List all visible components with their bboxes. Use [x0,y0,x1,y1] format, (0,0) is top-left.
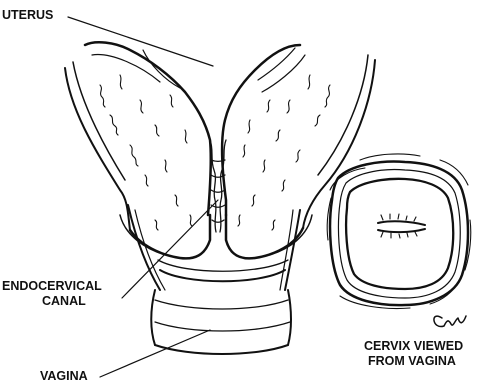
vaginal-tube [151,290,291,354]
cervix-end-view [327,154,471,309]
endocervical-label-line1: ENDOCERVICAL [2,279,102,293]
signature-mark [434,316,466,327]
cervix-label-line2: FROM VAGINA [368,354,456,368]
uterus-label: UTERUS [2,8,53,22]
vagina-label: VAGINA [40,369,88,383]
uterus-leader-line [68,17,213,66]
cervix-label-line1: CERVIX VIEWED [364,339,463,353]
endocervical-label-line2: CANAL [42,294,86,308]
vaginal-fornix [128,205,300,290]
left-uterine-wall [65,42,211,258]
